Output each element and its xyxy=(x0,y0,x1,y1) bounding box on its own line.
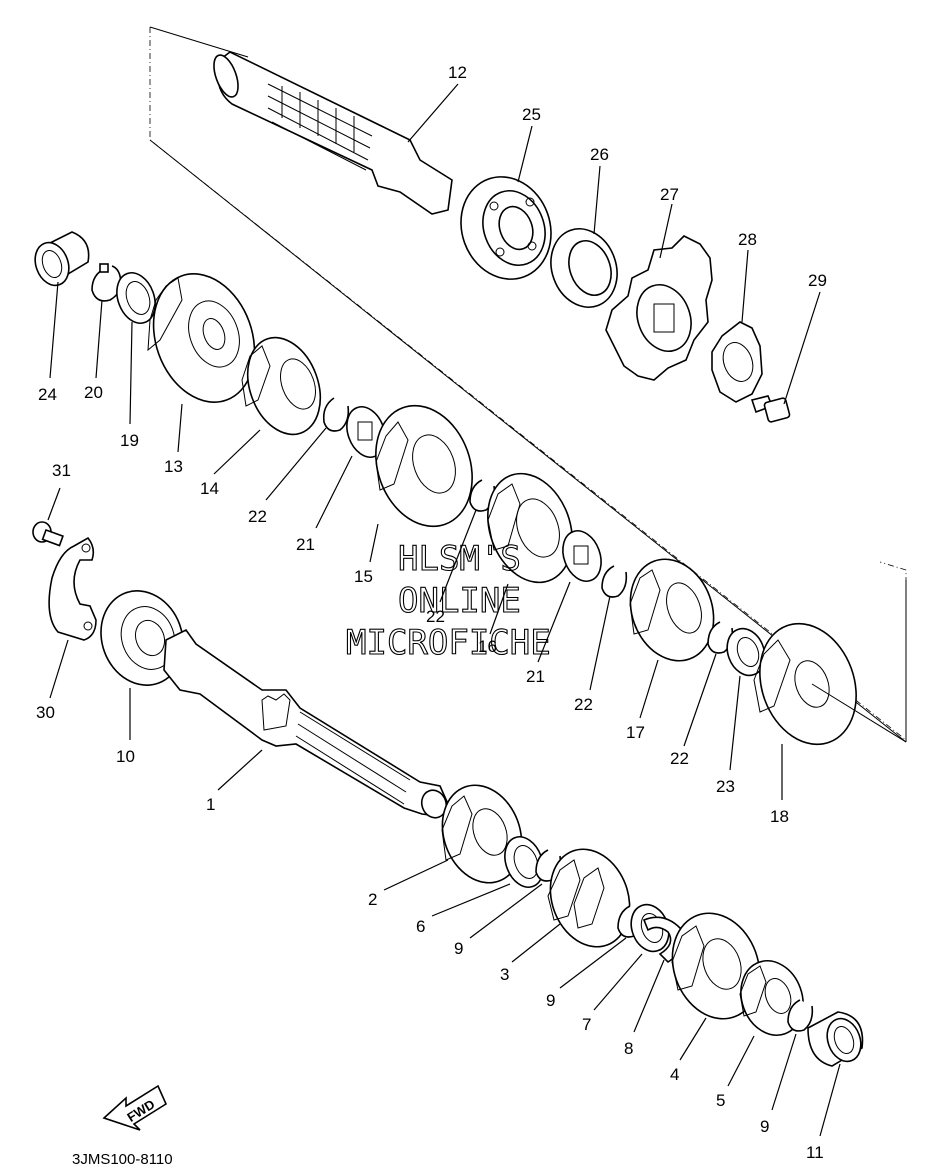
screw-part-31[interactable] xyxy=(32,521,64,547)
callout-9-b: 9 xyxy=(546,991,555,1010)
callout-22-b: 22 xyxy=(426,607,445,626)
callout-6: 6 xyxy=(416,917,425,936)
callout-30: 30 xyxy=(36,703,55,722)
drawing-code: 3JMS100-8110 xyxy=(72,1151,173,1165)
bearing-stopper-part-30[interactable] xyxy=(48,536,97,641)
callout-5: 5 xyxy=(716,1091,725,1110)
callout-19: 19 xyxy=(120,431,139,450)
gear-part-14[interactable] xyxy=(235,327,333,444)
gear-part-13[interactable] xyxy=(136,260,271,417)
callout-28: 28 xyxy=(738,230,757,249)
callout-12: 12 xyxy=(448,63,467,82)
gear-part-17[interactable] xyxy=(617,547,728,672)
fwd-arrow-icon: FWD xyxy=(102,1084,168,1131)
washer-part-21-a[interactable] xyxy=(340,401,392,462)
bearing-part-25[interactable] xyxy=(447,164,565,292)
main-axle-part-1[interactable] xyxy=(163,628,450,821)
callout-13: 13 xyxy=(164,457,183,476)
callout-11: 11 xyxy=(806,1143,824,1162)
circlip-part-22-a[interactable] xyxy=(322,397,350,432)
callout-21-a: 21 xyxy=(296,535,315,554)
watermark-line-2: ONLINE xyxy=(398,581,521,621)
gear-part-5[interactable] xyxy=(731,952,813,1044)
callout-labels: 12 25 26 27 28 29 24 20 19 13 14 22 21 1… xyxy=(36,63,827,1162)
oil-seal-part-26[interactable] xyxy=(540,219,628,316)
gear-part-18[interactable] xyxy=(744,610,907,758)
washer-part-21-b[interactable] xyxy=(556,525,608,586)
callout-24: 24 xyxy=(38,385,57,404)
main-axle-part-12[interactable] xyxy=(209,51,453,215)
callout-29: 29 xyxy=(808,271,827,290)
callout-2: 2 xyxy=(368,890,377,909)
needle-bearing-part-11[interactable] xyxy=(807,1011,867,1067)
callout-8: 8 xyxy=(624,1039,633,1058)
gear-part-3[interactable] xyxy=(537,838,643,958)
callout-22-a: 22 xyxy=(248,507,267,526)
washer-part-23[interactable] xyxy=(721,623,771,680)
callout-9-a: 9 xyxy=(454,939,463,958)
callout-14: 14 xyxy=(200,479,219,498)
gear-part-2[interactable] xyxy=(429,774,535,894)
callout-31: 31 xyxy=(52,461,71,480)
callout-21-b: 21 xyxy=(526,667,545,686)
callout-26: 26 xyxy=(590,145,609,164)
watermark: HLSM'S ONLINE MICROFICHE xyxy=(345,538,551,663)
callout-17: 17 xyxy=(626,723,645,742)
drive-sprocket-part-27[interactable] xyxy=(605,235,713,381)
gear-part-15[interactable] xyxy=(360,392,489,540)
callout-27: 27 xyxy=(660,185,679,204)
lock-washer-part-28[interactable] xyxy=(711,321,763,403)
callout-20: 20 xyxy=(84,383,103,402)
gear-part-4[interactable] xyxy=(658,901,774,1031)
callout-9-c: 9 xyxy=(760,1117,769,1136)
callout-22-d: 22 xyxy=(670,749,689,768)
washer-part-19[interactable] xyxy=(110,267,162,328)
callout-18: 18 xyxy=(770,807,789,826)
callout-23: 23 xyxy=(716,777,735,796)
callout-16: 16 xyxy=(478,637,497,656)
bolt-part-29[interactable] xyxy=(750,395,791,423)
callout-3: 3 xyxy=(500,965,509,984)
callout-25: 25 xyxy=(522,105,541,124)
callout-4: 4 xyxy=(670,1065,679,1084)
callout-1: 1 xyxy=(206,795,215,814)
watermark-line-3: MICROFICHE xyxy=(346,623,551,663)
callout-10: 10 xyxy=(116,747,135,766)
bearing-part-10[interactable] xyxy=(88,579,196,697)
leader-lines xyxy=(47,83,841,1137)
callout-15: 15 xyxy=(354,567,373,586)
callout-22-c: 22 xyxy=(574,695,593,714)
circlip-part-20[interactable] xyxy=(91,263,122,302)
gear-part-16[interactable] xyxy=(473,462,586,595)
needle-bearing-part-24[interactable] xyxy=(29,231,90,290)
circlip-part-22-c[interactable] xyxy=(601,565,628,598)
callout-7: 7 xyxy=(582,1015,591,1034)
circlip-part-9-c[interactable] xyxy=(787,999,814,1032)
watermark-line-1: HLSM'S xyxy=(398,539,521,579)
